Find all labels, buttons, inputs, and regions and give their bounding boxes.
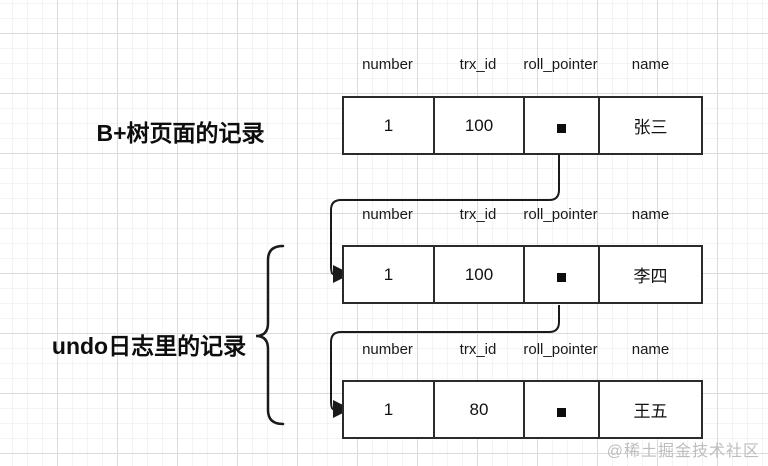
- column-headers-undo-1: number trx_id roll_pointer name: [342, 206, 703, 224]
- watermark: @稀土掘金技术社区: [606, 443, 760, 460]
- roll-pointer-dot-icon: [557, 273, 566, 282]
- cell-number: 1: [344, 382, 435, 437]
- undo-log-label: undo日志里的记录: [51, 333, 247, 359]
- header-roll-pointer: roll_pointer: [523, 56, 598, 73]
- header-roll-pointer: roll_pointer: [523, 341, 598, 358]
- undo-record-row-1: 1 100 李四: [342, 245, 703, 304]
- header-trx-id: trx_id: [459, 341, 497, 358]
- header-name: name: [631, 206, 670, 223]
- header-number: number: [362, 341, 413, 358]
- undo-group-brace: [255, 244, 285, 426]
- column-headers-undo-2: number trx_id roll_pointer name: [342, 341, 703, 359]
- header-number: number: [362, 56, 413, 73]
- cell-name: 李四: [633, 267, 668, 286]
- roll-pointer-dot-icon: [557, 124, 566, 133]
- header-trx-id: trx_id: [459, 206, 497, 223]
- cell-roll-pointer: [525, 382, 600, 437]
- cell-trx-id: 80: [435, 382, 525, 437]
- header-name: name: [631, 341, 670, 358]
- cell-name: 张三: [633, 118, 668, 137]
- cell-trx-id: 100: [435, 247, 525, 302]
- undo-record-row-2: 1 80 王五: [342, 380, 703, 439]
- header-trx-id: trx_id: [459, 56, 497, 73]
- cell-name: 王五: [633, 402, 668, 421]
- header-number: number: [362, 206, 413, 223]
- cell-roll-pointer: [525, 98, 600, 153]
- btree-record-row: 1 100 张三: [342, 96, 703, 155]
- cell-roll-pointer: [525, 247, 600, 302]
- cell-number: 1: [344, 247, 435, 302]
- header-name: name: [631, 56, 670, 73]
- btree-record-label: B+树页面的记录: [96, 120, 265, 146]
- column-headers-btree: number trx_id roll_pointer name: [342, 56, 703, 74]
- roll-pointer-dot-icon: [557, 408, 566, 417]
- header-roll-pointer: roll_pointer: [523, 206, 598, 223]
- cell-number: 1: [344, 98, 435, 153]
- cell-trx-id: 100: [435, 98, 525, 153]
